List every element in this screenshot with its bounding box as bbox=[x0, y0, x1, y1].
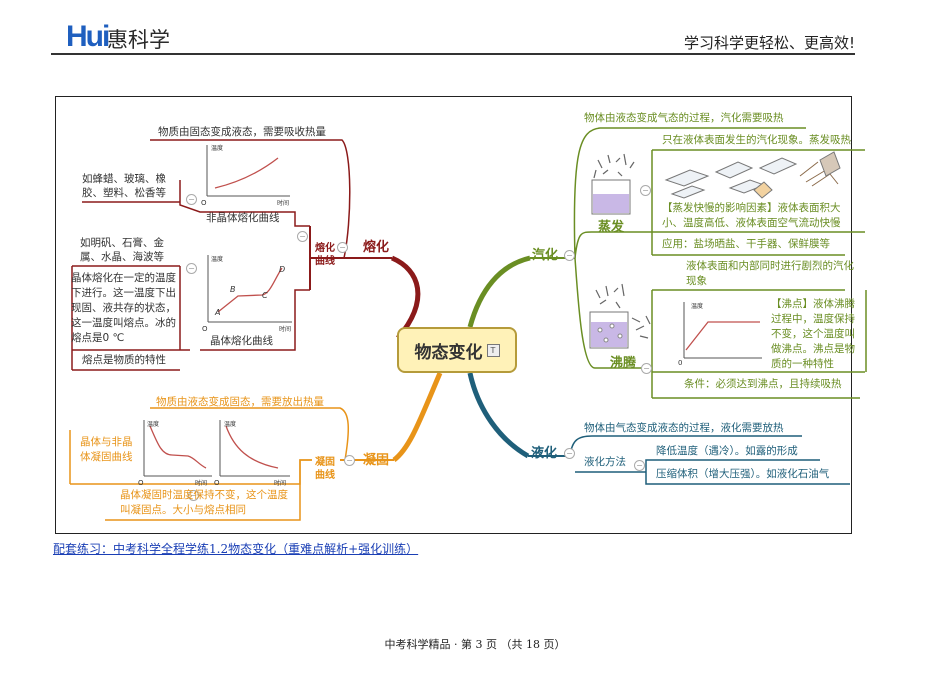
liquefy-trunk bbox=[467, 372, 530, 459]
logo-mark: Hui bbox=[66, 20, 110, 53]
vaporize-definition: 物体由液态变成气态的过程，汽化需要吸热 bbox=[584, 112, 784, 124]
evaporation-beaker-illustration bbox=[591, 153, 635, 215]
solidify-curves-caption: 晶体与非晶体凝固曲线 bbox=[80, 436, 133, 463]
collapse-icon[interactable]: − bbox=[297, 231, 308, 242]
crystal-melt-description: 晶体熔化在一定的温度下进行。这一温度下出现固、液共存的状态，这一温度叫熔点。冰的… bbox=[71, 272, 176, 344]
graph-point-a: A bbox=[215, 308, 221, 317]
evaporation-node[interactable]: 蒸发 bbox=[598, 220, 625, 235]
graph-origin: 0 bbox=[678, 359, 683, 367]
amorphous-solidify-graph bbox=[219, 420, 290, 477]
liquefy-method-compression: 压缩体积（增大压强）。如液化石油气 bbox=[656, 468, 830, 480]
melt-trunk bbox=[390, 255, 421, 340]
logo-name: 惠科学 bbox=[107, 28, 170, 52]
melt-curves-label[interactable]: 熔化曲线 bbox=[315, 243, 335, 267]
crystal-examples: 如明矾、石膏、金属、水晶、海波等 bbox=[80, 237, 164, 263]
solidify-curves-label[interactable]: 凝固曲线 bbox=[315, 457, 335, 481]
collapse-icon[interactable]: − bbox=[344, 455, 355, 466]
collapse-icon[interactable]: − bbox=[564, 250, 575, 261]
melt-definition: 物质由固态变成液态，需要吸收热量 bbox=[158, 126, 326, 138]
graph-y-label: 温度 bbox=[211, 145, 224, 152]
graph-y-label: 温度 bbox=[147, 421, 160, 428]
vaporize-trunk bbox=[467, 255, 531, 328]
header-divider bbox=[51, 53, 855, 55]
graph-origin: O bbox=[202, 325, 208, 333]
boiling-point-description: 【沸点】液体沸腾过程中，温度保持不变，这个温度叫做沸点。沸点是物质的一种特性 bbox=[771, 298, 855, 370]
liquefy-methods-label[interactable]: 液化方法 bbox=[584, 456, 626, 468]
boiling-beaker-illustration bbox=[589, 283, 651, 349]
crystal-melt-graph bbox=[207, 255, 292, 323]
boiling-condition: 条件：必须达到沸点，且持续吸热 bbox=[684, 378, 842, 390]
practice-link[interactable]: 配套练习：中考科学全程学练1.2物态变化（重难点解析+强化训练） bbox=[53, 542, 419, 556]
branch-vaporize[interactable]: 汽化 bbox=[532, 248, 559, 263]
graph-y-label: 温度 bbox=[691, 303, 704, 310]
graph-x-label: 时间 bbox=[195, 480, 208, 487]
evaporation-definition: 只在液体表面发生的汽化现象。蒸发吸热 bbox=[662, 134, 851, 146]
note-icon[interactable]: T bbox=[486, 343, 500, 357]
page-number: 中考科学精品 · 第 3 页 （共 18 页） bbox=[384, 638, 566, 651]
solidify-description: 晶体凝固时温度保持不变，这个温度叫凝固点。大小与熔点相同 bbox=[120, 489, 288, 516]
graph-point-b: B bbox=[230, 285, 236, 294]
amorphous-examples: 如蜂蜡、玻璃、橡胶、塑料、松香等 bbox=[82, 173, 166, 199]
liquefy-definition: 物体由气态变成液态的过程，液化需要放热 bbox=[584, 422, 784, 434]
graph-origin: O bbox=[214, 479, 220, 487]
graph-origin: O bbox=[138, 479, 144, 487]
evaporation-factors: 【蒸发快慢的影响因素】液体表面积大小、温度高低、液体表面空气流动快慢 bbox=[662, 202, 841, 229]
collapse-icon[interactable]: − bbox=[640, 185, 651, 196]
mind-map-frame bbox=[55, 96, 852, 534]
collapse-icon[interactable]: − bbox=[186, 263, 197, 274]
graph-point-c: C bbox=[262, 291, 268, 300]
branch-melt[interactable]: 熔化 bbox=[363, 240, 390, 255]
crystal-solidify-graph bbox=[143, 420, 212, 477]
graph-x-label: 时间 bbox=[279, 326, 292, 333]
crystal-melt-curve-label: 晶体熔化曲线 bbox=[210, 335, 273, 347]
amorphous-melt-graph bbox=[206, 145, 290, 197]
amorphous-melt-curve-label: 非晶体熔化曲线 bbox=[206, 212, 280, 224]
branch-liquefy[interactable]: 液化 bbox=[531, 446, 558, 461]
collapse-icon[interactable]: − bbox=[564, 448, 575, 459]
graph-x-label: 时间 bbox=[274, 480, 287, 487]
collapse-icon[interactable]: − bbox=[186, 194, 197, 205]
evaporation-factors-illustration bbox=[664, 151, 841, 199]
boiling-definition: 液体表面和内部同时进行剧烈的汽化现象 bbox=[686, 260, 854, 287]
collapse-icon[interactable]: − bbox=[188, 490, 199, 501]
evaporation-applications: 应用：盐场晒盐、干手器、保鲜膜等 bbox=[662, 238, 830, 250]
branch-solidify[interactable]: 凝固 bbox=[363, 453, 390, 468]
graph-y-label: 温度 bbox=[211, 256, 224, 263]
graph-origin: O bbox=[201, 199, 207, 207]
collapse-icon[interactable]: − bbox=[641, 363, 652, 374]
graph-point-d: D bbox=[279, 265, 286, 274]
melting-point-note: 熔点是物质的特性 bbox=[82, 354, 166, 366]
liquefy-method-cooling: 降低温度（遇冷）。如露的形成 bbox=[656, 445, 798, 457]
solidify-definition: 物质由液态变成固态，需要放出热量 bbox=[156, 396, 324, 408]
solidify-trunk bbox=[392, 372, 443, 462]
central-topic-title: 物态变化 bbox=[414, 342, 483, 363]
graph-y-label: 温度 bbox=[224, 421, 237, 428]
collapse-icon[interactable]: − bbox=[337, 242, 348, 253]
boiling-node[interactable]: 沸腾 bbox=[610, 356, 637, 371]
header-slogan: 学习科学更轻松、更高效! bbox=[683, 34, 855, 52]
graph-x-label: 时间 bbox=[277, 200, 290, 207]
boiling-graph bbox=[683, 302, 762, 359]
central-topic[interactable]: 物态变化 T bbox=[397, 327, 517, 373]
collapse-icon[interactable]: − bbox=[634, 460, 645, 471]
